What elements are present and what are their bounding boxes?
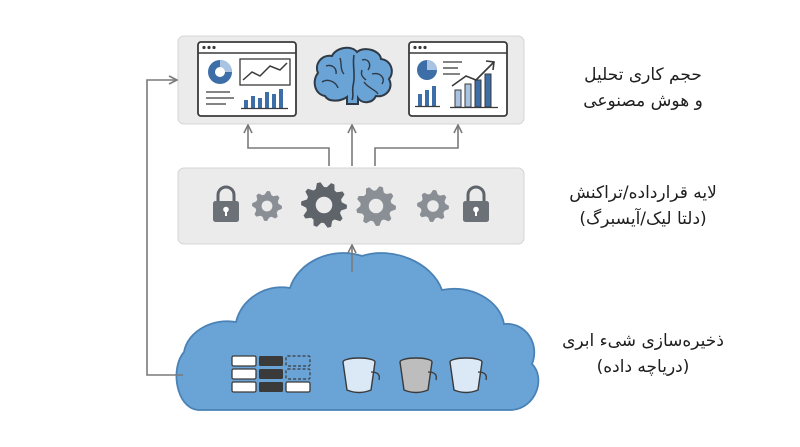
arrow-storage-to-ai (146, 80, 183, 376)
lock-icon (213, 185, 239, 222)
transaction-layer-label-line1: لایه قرارداده/تراکنش (569, 183, 717, 203)
storage-layer-label-line1: ذخیره‌سازی شیء ابری (562, 331, 724, 351)
ai-workload-label: حجم کاری تحلیل و هوش مصنوعی (528, 62, 758, 114)
transaction-layer-label-line2: (دلتا لیک/آیسبرگ) (579, 209, 707, 229)
storage-layer-label: ذخیره‌سازی شیء ابری (دریاچه داده) (528, 328, 758, 380)
bucket-icon (342, 357, 380, 394)
gear-icon (417, 190, 449, 222)
arrow-transaction-to-analytics (374, 126, 458, 166)
ai-workload-label-line2: و هوش مصنوعی (583, 91, 703, 111)
gear-icon (301, 182, 347, 228)
file-grid-icon (231, 355, 311, 393)
storage-layer-label-line2: (دریاچه داده) (596, 357, 690, 377)
arrow-transaction-to-dashboard (248, 126, 330, 166)
gear-group (252, 182, 449, 228)
brain-icon (313, 46, 393, 105)
bucket-icon (399, 357, 437, 394)
transaction-layer-label: لایه قرارداده/تراکنش (دلتا لیک/آیسبرگ) (528, 180, 758, 232)
bucket-icon (449, 357, 487, 394)
dashboard-icon (197, 41, 297, 117)
analytics-dashboard-icon (408, 41, 508, 117)
gear-icon (356, 186, 396, 226)
gear-icon (252, 191, 282, 221)
lock-icon (463, 185, 489, 222)
ai-workload-label-line1: حجم کاری تحلیل (584, 65, 702, 85)
